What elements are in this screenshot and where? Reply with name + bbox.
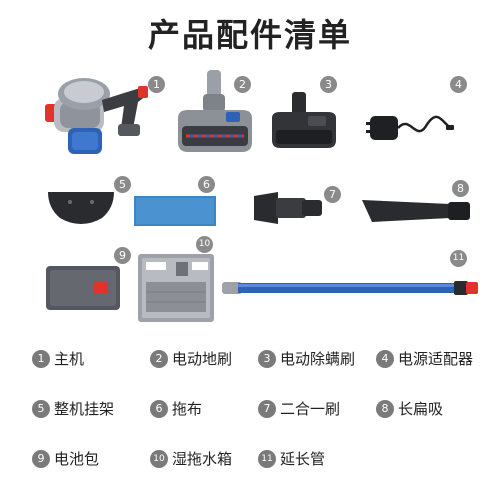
mop-cloth-image [134, 196, 216, 226]
legend-label: 电池包 [54, 450, 100, 468]
legend-label: 电源适配器 [398, 350, 474, 368]
water-tank-image [138, 254, 214, 322]
legend-label: 主机 [54, 350, 85, 368]
badge-11: 11 [450, 250, 467, 267]
legend-label: 湿拖水箱 [172, 450, 233, 468]
legend-num: 4 [376, 349, 394, 368]
power-adapter-image [366, 115, 454, 140]
legend-label: 电动除螨刷 [280, 350, 356, 368]
legend-label: 二合一刷 [280, 400, 341, 418]
badge-8: 8 [452, 180, 469, 197]
badge-10: 10 [196, 236, 213, 253]
legend-label: 长扁吸 [398, 400, 444, 418]
legend-num: 5 [32, 399, 50, 418]
legend-num: 9 [32, 449, 50, 468]
extension-tube-image [222, 281, 478, 295]
legend-item-11: 11 延长管 [258, 448, 325, 469]
legend-num: 8 [376, 399, 394, 418]
legend-item-8: 8 长扁吸 [376, 398, 443, 419]
legend-item-2: 2 电动地刷 [150, 348, 232, 369]
legend-num: 7 [258, 399, 276, 418]
legend-num: 1 [32, 349, 50, 368]
floor-brush-image [178, 70, 252, 152]
badge-7: 7 [324, 186, 341, 203]
badge-5: 5 [114, 176, 131, 193]
legend-num: 2 [150, 349, 168, 368]
crevice-tool-image [362, 200, 470, 222]
legend-num: 11 [258, 449, 276, 468]
badge-1: 1 [148, 76, 165, 93]
legend-num: 6 [150, 399, 168, 418]
legend-num: 10 [150, 449, 168, 468]
legend-item-4: 4 电源适配器 [376, 348, 473, 369]
badge-9: 9 [114, 247, 131, 264]
battery-pack-image [46, 266, 120, 310]
legend-item-6: 6 拖布 [150, 398, 202, 419]
two-in-one-brush-image [254, 192, 322, 224]
badge-3: 3 [320, 76, 337, 93]
page-title: 产品配件清单 [147, 16, 352, 54]
legend-label: 拖布 [172, 400, 203, 418]
badge-4: 4 [450, 76, 467, 93]
legend-item-10: 10 湿拖水箱 [150, 448, 232, 469]
mite-brush-image [272, 92, 336, 148]
legend-item-9: 9 电池包 [32, 448, 99, 469]
legend-label: 延长管 [280, 450, 326, 468]
main-unit-image [45, 78, 148, 154]
legend-item-3: 3 电动除螨刷 [258, 348, 355, 369]
badge-2: 2 [234, 76, 251, 93]
legend-item-7: 7 二合一刷 [258, 398, 340, 419]
legend-label: 整机挂架 [54, 400, 115, 418]
legend-item-1: 1 主机 [32, 348, 84, 369]
badge-6: 6 [198, 176, 215, 193]
legend-item-5: 5 整机挂架 [32, 398, 114, 419]
wall-mount-image [48, 192, 114, 224]
legend-num: 3 [258, 349, 276, 368]
legend-label: 电动地刷 [172, 350, 233, 368]
